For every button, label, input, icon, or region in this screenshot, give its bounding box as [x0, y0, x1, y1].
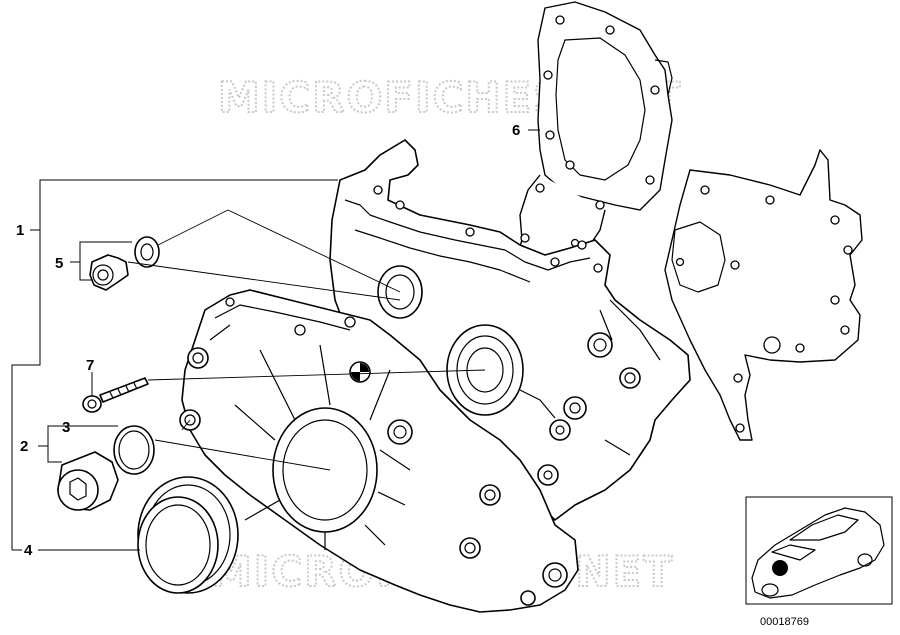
washer-part-5[interactable]	[134, 236, 160, 268]
callout-2: 2	[20, 438, 28, 455]
reference-number: 00018769	[760, 616, 809, 628]
vehicle-locator-thumbnail[interactable]	[745, 496, 893, 605]
shaft-seal-part-4[interactable]	[137, 476, 239, 594]
alignment-lines	[127, 209, 486, 471]
callout-7: 7	[86, 357, 94, 374]
gasket-rear[interactable]	[664, 149, 863, 441]
o-ring-part-3[interactable]	[113, 425, 155, 475]
plug-part-5[interactable]	[89, 254, 129, 291]
front-cover[interactable]	[179, 289, 579, 613]
callout-5: 5	[55, 255, 63, 272]
screw-plug-part-2[interactable]	[57, 451, 119, 511]
callout-4: 4	[24, 542, 33, 559]
callout-leaders	[11, 129, 540, 551]
callout-1: 1	[16, 222, 24, 239]
gasket-part-6[interactable]	[514, 1, 673, 271]
callout-3: 3	[62, 419, 70, 436]
location-marker-icon	[772, 560, 788, 576]
bmw-logo-icon	[349, 361, 371, 383]
bolt-part-7[interactable]	[82, 377, 149, 413]
callout-6: 6	[512, 122, 520, 139]
